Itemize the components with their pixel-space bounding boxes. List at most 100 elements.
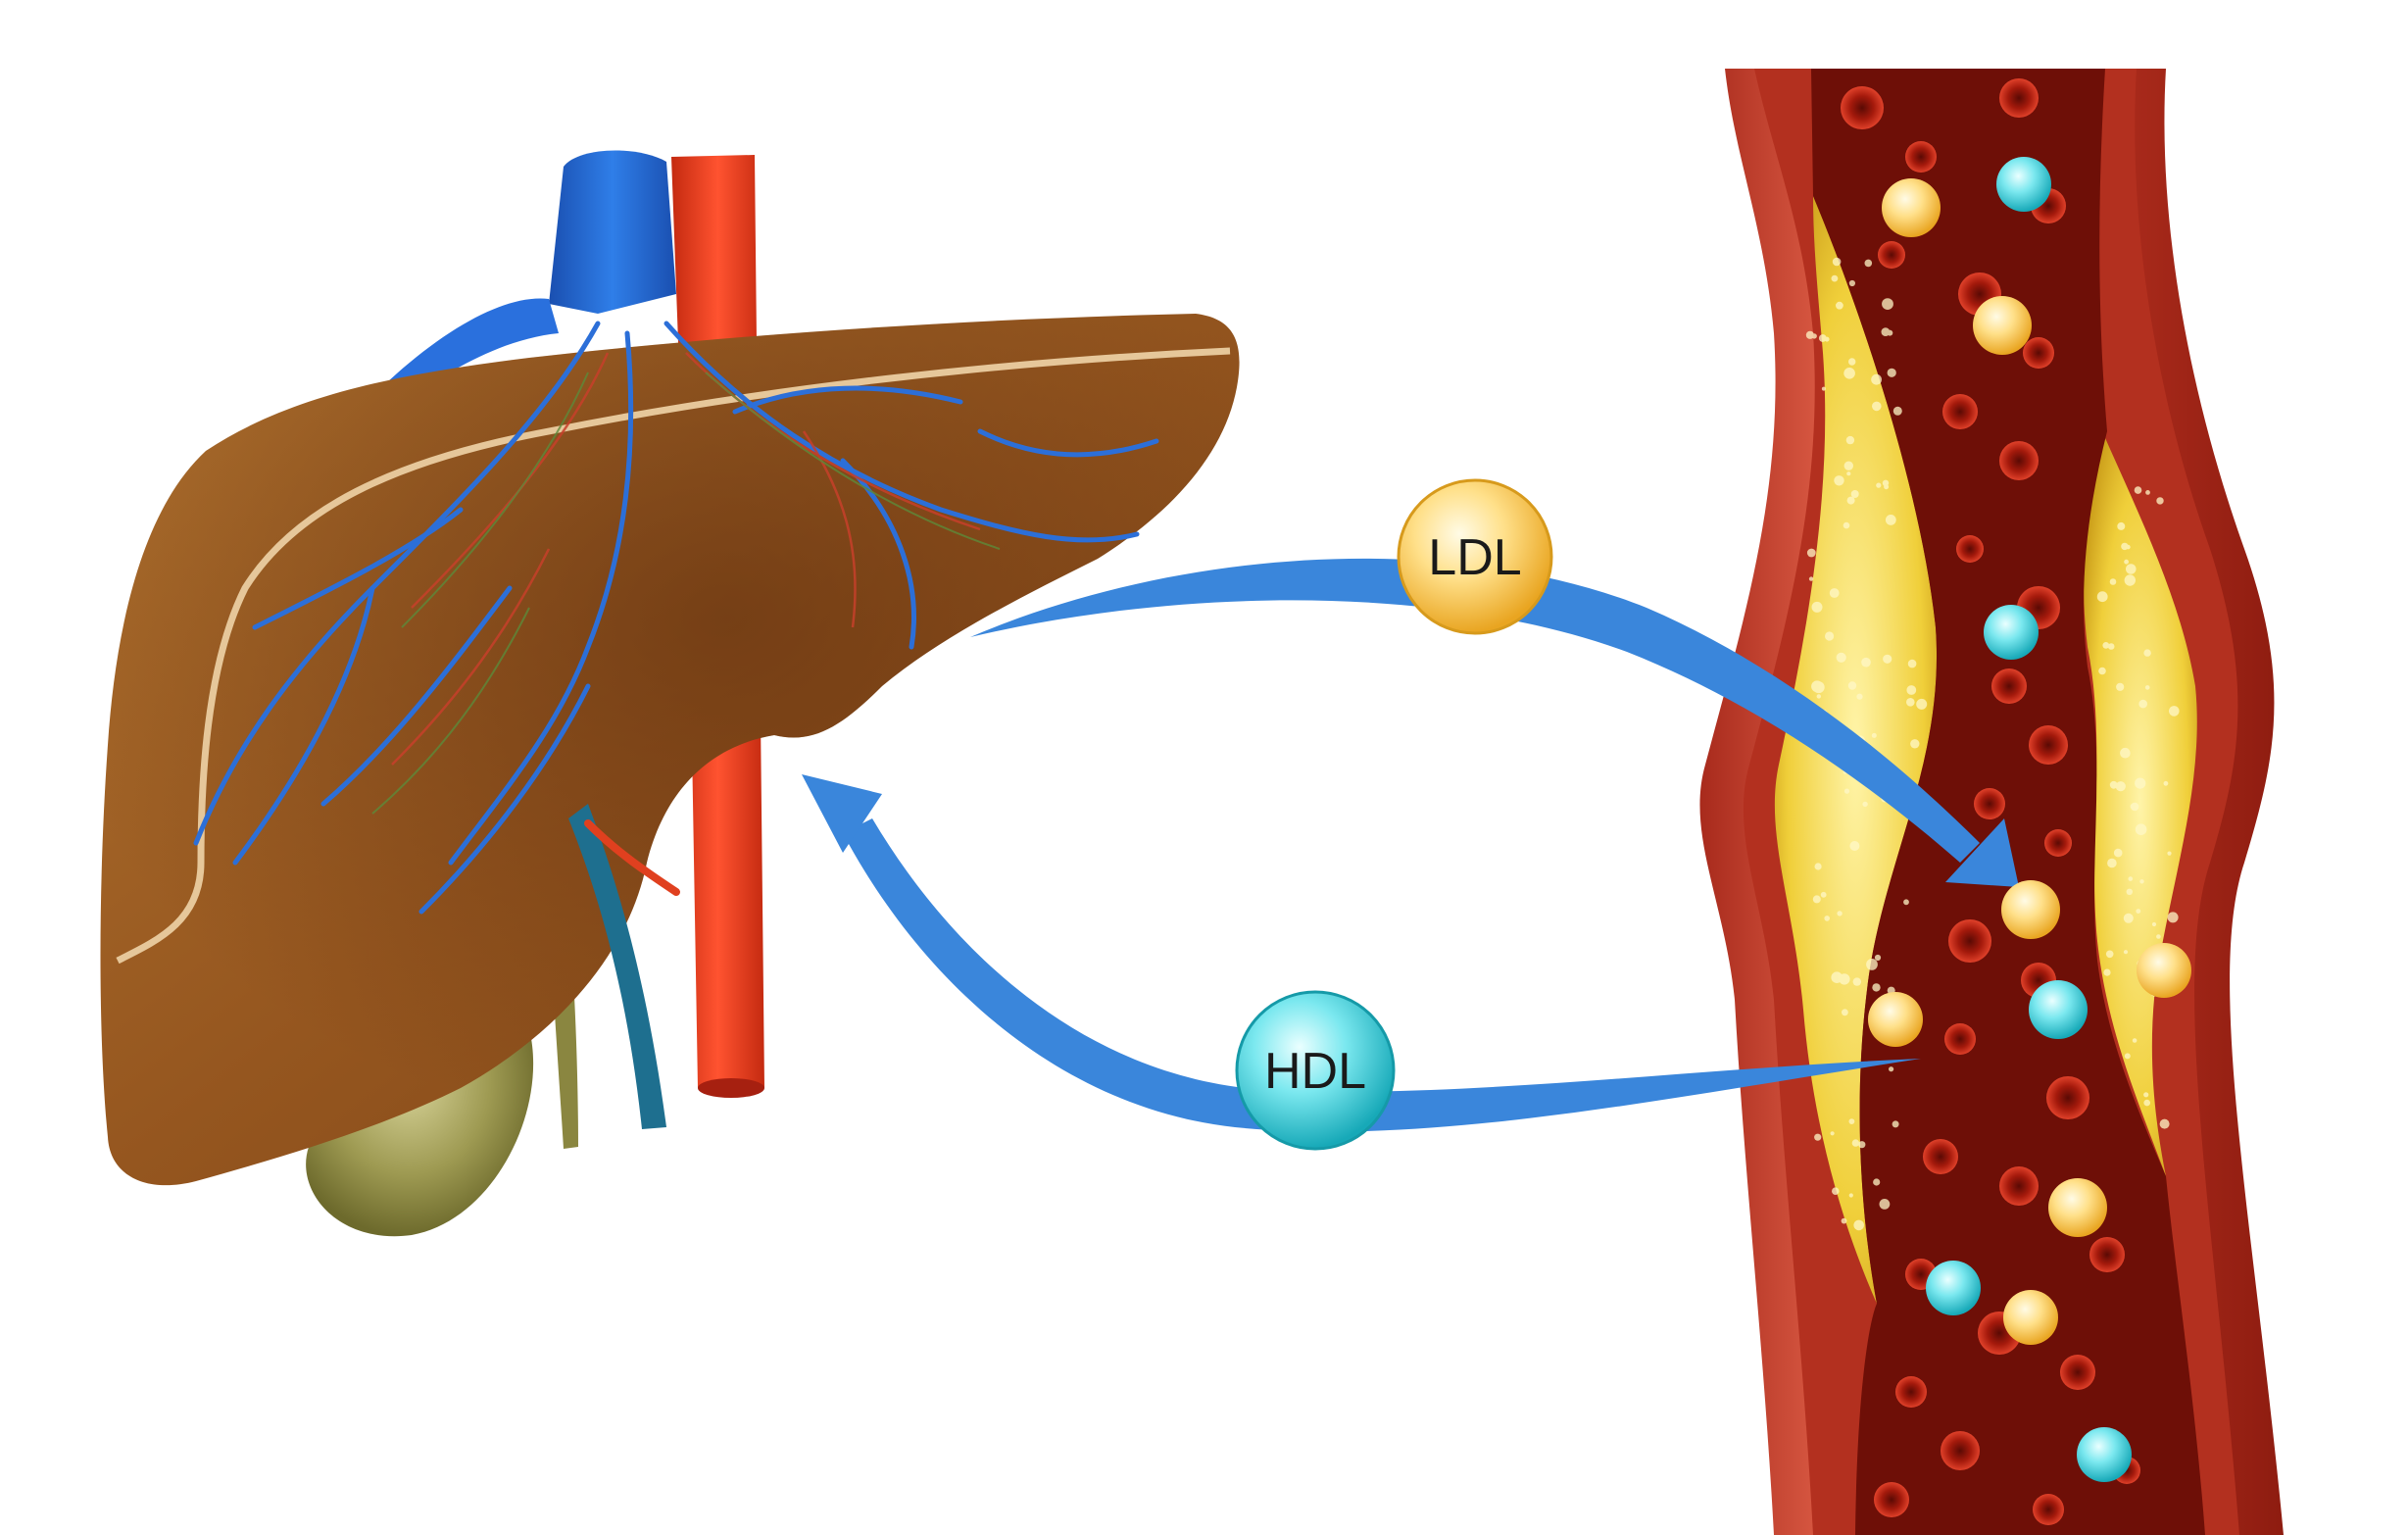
plaque-bubble — [2123, 950, 2129, 955]
plaque-bubble — [1837, 911, 1843, 916]
red-blood-cell — [1923, 1139, 1958, 1174]
plaque-bubble — [1816, 694, 1822, 699]
plaque-bubble — [2107, 858, 2117, 868]
plaque-bubble — [1843, 461, 1854, 470]
hdl-flow-arrow — [802, 774, 1921, 1132]
red-blood-cell — [1895, 1376, 1927, 1408]
liver-ligament-line — [116, 347, 1231, 965]
plaque-bubble — [1866, 959, 1878, 970]
plaque-bubble — [1907, 659, 1917, 668]
hdl-label: HDL — [1264, 1043, 1366, 1100]
artery-icon — [1699, 69, 2284, 1535]
plaque-bubble — [1889, 1066, 1894, 1072]
red-blood-cell — [1942, 394, 1978, 429]
plaque-bubble — [1850, 490, 1859, 498]
red-blood-cell — [1999, 441, 2039, 480]
plaque-bubble — [2163, 780, 2169, 786]
plaque-bubble — [1811, 680, 1823, 693]
plaque-bubble — [1874, 954, 1882, 962]
ldl-particle — [1868, 992, 1923, 1047]
red-blood-cell — [1948, 919, 1991, 963]
red-blood-cell — [2029, 725, 2068, 765]
plaque-bubble — [1864, 259, 1873, 268]
plaque-bubble — [2159, 1118, 2170, 1129]
red-blood-cell — [1874, 1482, 1909, 1517]
ldl-flow-arrow — [970, 558, 2019, 887]
plaque-bubble — [1846, 496, 1855, 505]
plaque-bubble — [2126, 888, 2133, 895]
lipoprotein-particles — [1868, 157, 2191, 1482]
plaque-bubble — [2145, 490, 2150, 495]
ldl-label: LDL — [1428, 529, 1521, 586]
hdl-particle — [1996, 157, 2051, 212]
liver-veins — [193, 321, 1159, 915]
plaque-bubble — [1847, 681, 1857, 690]
plaque-bubble — [1841, 1217, 1847, 1224]
ldl-particle — [2048, 1178, 2107, 1237]
red-blood-cell — [2060, 1355, 2095, 1390]
portal-vein — [568, 804, 666, 1129]
plaque-bubble — [1883, 654, 1892, 664]
plaque-bubble — [2143, 1092, 2149, 1098]
plaque-bubble — [1848, 1193, 1853, 1198]
liver-icon — [100, 150, 1240, 1237]
plaque-bubble — [1824, 336, 1830, 342]
plaque-bubble — [1892, 1120, 1899, 1128]
plaque-bubble — [1832, 257, 1842, 267]
ldl-particle — [1882, 178, 1941, 237]
plaque-bubble — [1872, 401, 1882, 412]
plaque-bubble — [1820, 891, 1827, 898]
plaque-bubble — [1848, 279, 1855, 287]
plaque-bubble — [1829, 588, 1840, 598]
plaque-bubble — [2115, 781, 2126, 792]
red-blood-cell — [2046, 1076, 2089, 1119]
plaque-bubble — [1808, 576, 1814, 581]
hdl-particle — [1984, 605, 2039, 660]
plaque-bubble — [2167, 851, 2172, 856]
plaque-bubble — [1882, 479, 1890, 486]
vena-cava — [549, 150, 676, 314]
plaque-bubble — [2124, 574, 2136, 586]
plaque-bubble — [2132, 1038, 2138, 1043]
plaque-bubble — [2143, 649, 2151, 657]
plaque-bubble — [1882, 298, 1893, 310]
plaque-bubble — [2135, 823, 2147, 835]
plaque-bubble — [2124, 1053, 2131, 1060]
red-blood-cell — [2033, 1494, 2064, 1525]
red-blood-cell-layer — [1841, 78, 2140, 1525]
plaque-bubble — [2107, 643, 2115, 650]
plaque-bubble — [1872, 983, 1881, 992]
red-blood-cell — [1905, 141, 1937, 173]
plaque-bubble — [1873, 1178, 1881, 1186]
plaque-bubble — [1848, 358, 1856, 366]
plaque-bubble — [2167, 912, 2179, 923]
plaque-bubble — [1906, 698, 1915, 707]
plaque-bubble — [1879, 1199, 1891, 1210]
plaque-bubble — [1836, 652, 1846, 663]
plaque-bubble — [1861, 657, 1871, 668]
ldl-particle — [1973, 296, 2032, 355]
plaque-bubble — [2103, 968, 2111, 976]
plaque-right — [2083, 431, 2197, 1176]
red-blood-cell — [2023, 337, 2054, 369]
plaque-bubble — [1830, 1131, 1835, 1136]
plaque-bubble — [2098, 667, 2106, 675]
plaque-bubble — [1843, 521, 1850, 529]
plaque-bubble — [1916, 698, 1928, 710]
red-blood-cell — [2089, 1237, 2125, 1272]
plaque-bubble — [2102, 642, 2110, 649]
plaque-bubble — [2143, 1099, 2150, 1107]
plaque-bubble — [1806, 548, 1816, 558]
plaque-bubble — [1849, 841, 1860, 851]
ldl-particle-icon: LDL — [1397, 478, 1553, 635]
plaque-bubble — [1892, 406, 1902, 416]
plaque-bubble — [1887, 329, 1893, 336]
plaque-bubble — [2151, 921, 2157, 927]
plaque-bubble — [1876, 482, 1882, 488]
plaque-bubble — [1811, 333, 1817, 339]
plaque-bubble — [1885, 515, 1896, 525]
plaque-bubble — [1862, 801, 1868, 808]
plaque-bubble — [2131, 802, 2139, 812]
plaque-bubble — [2105, 950, 2114, 959]
